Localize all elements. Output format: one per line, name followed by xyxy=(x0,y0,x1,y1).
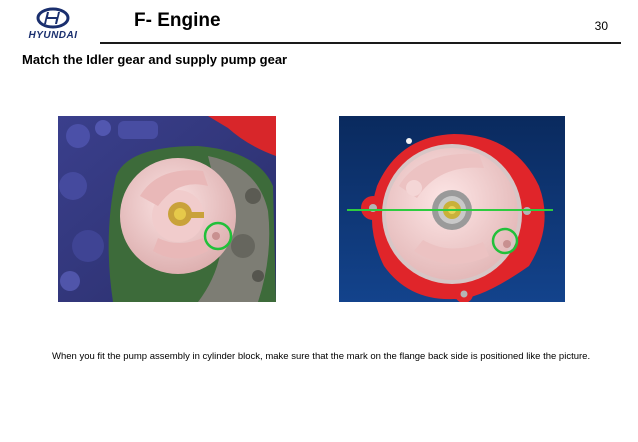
page-title: F- Engine xyxy=(134,10,221,31)
section-title: Match the Idler gear and supply pump gea… xyxy=(22,52,288,67)
pump-flange-render-icon xyxy=(339,116,565,302)
hyundai-logo: HYUNDAI xyxy=(20,6,86,42)
header-divider xyxy=(100,42,621,44)
logo-wordmark: HYUNDAI xyxy=(28,30,78,41)
engine-block-render-icon xyxy=(58,116,276,302)
supply-pump-photo xyxy=(339,116,565,302)
instruction-caption: When you fit the pump assembly in cylind… xyxy=(52,351,591,362)
hyundai-emblem-icon xyxy=(36,7,70,29)
page-number: 30 xyxy=(594,19,608,33)
idler-gear-photo xyxy=(58,116,276,302)
